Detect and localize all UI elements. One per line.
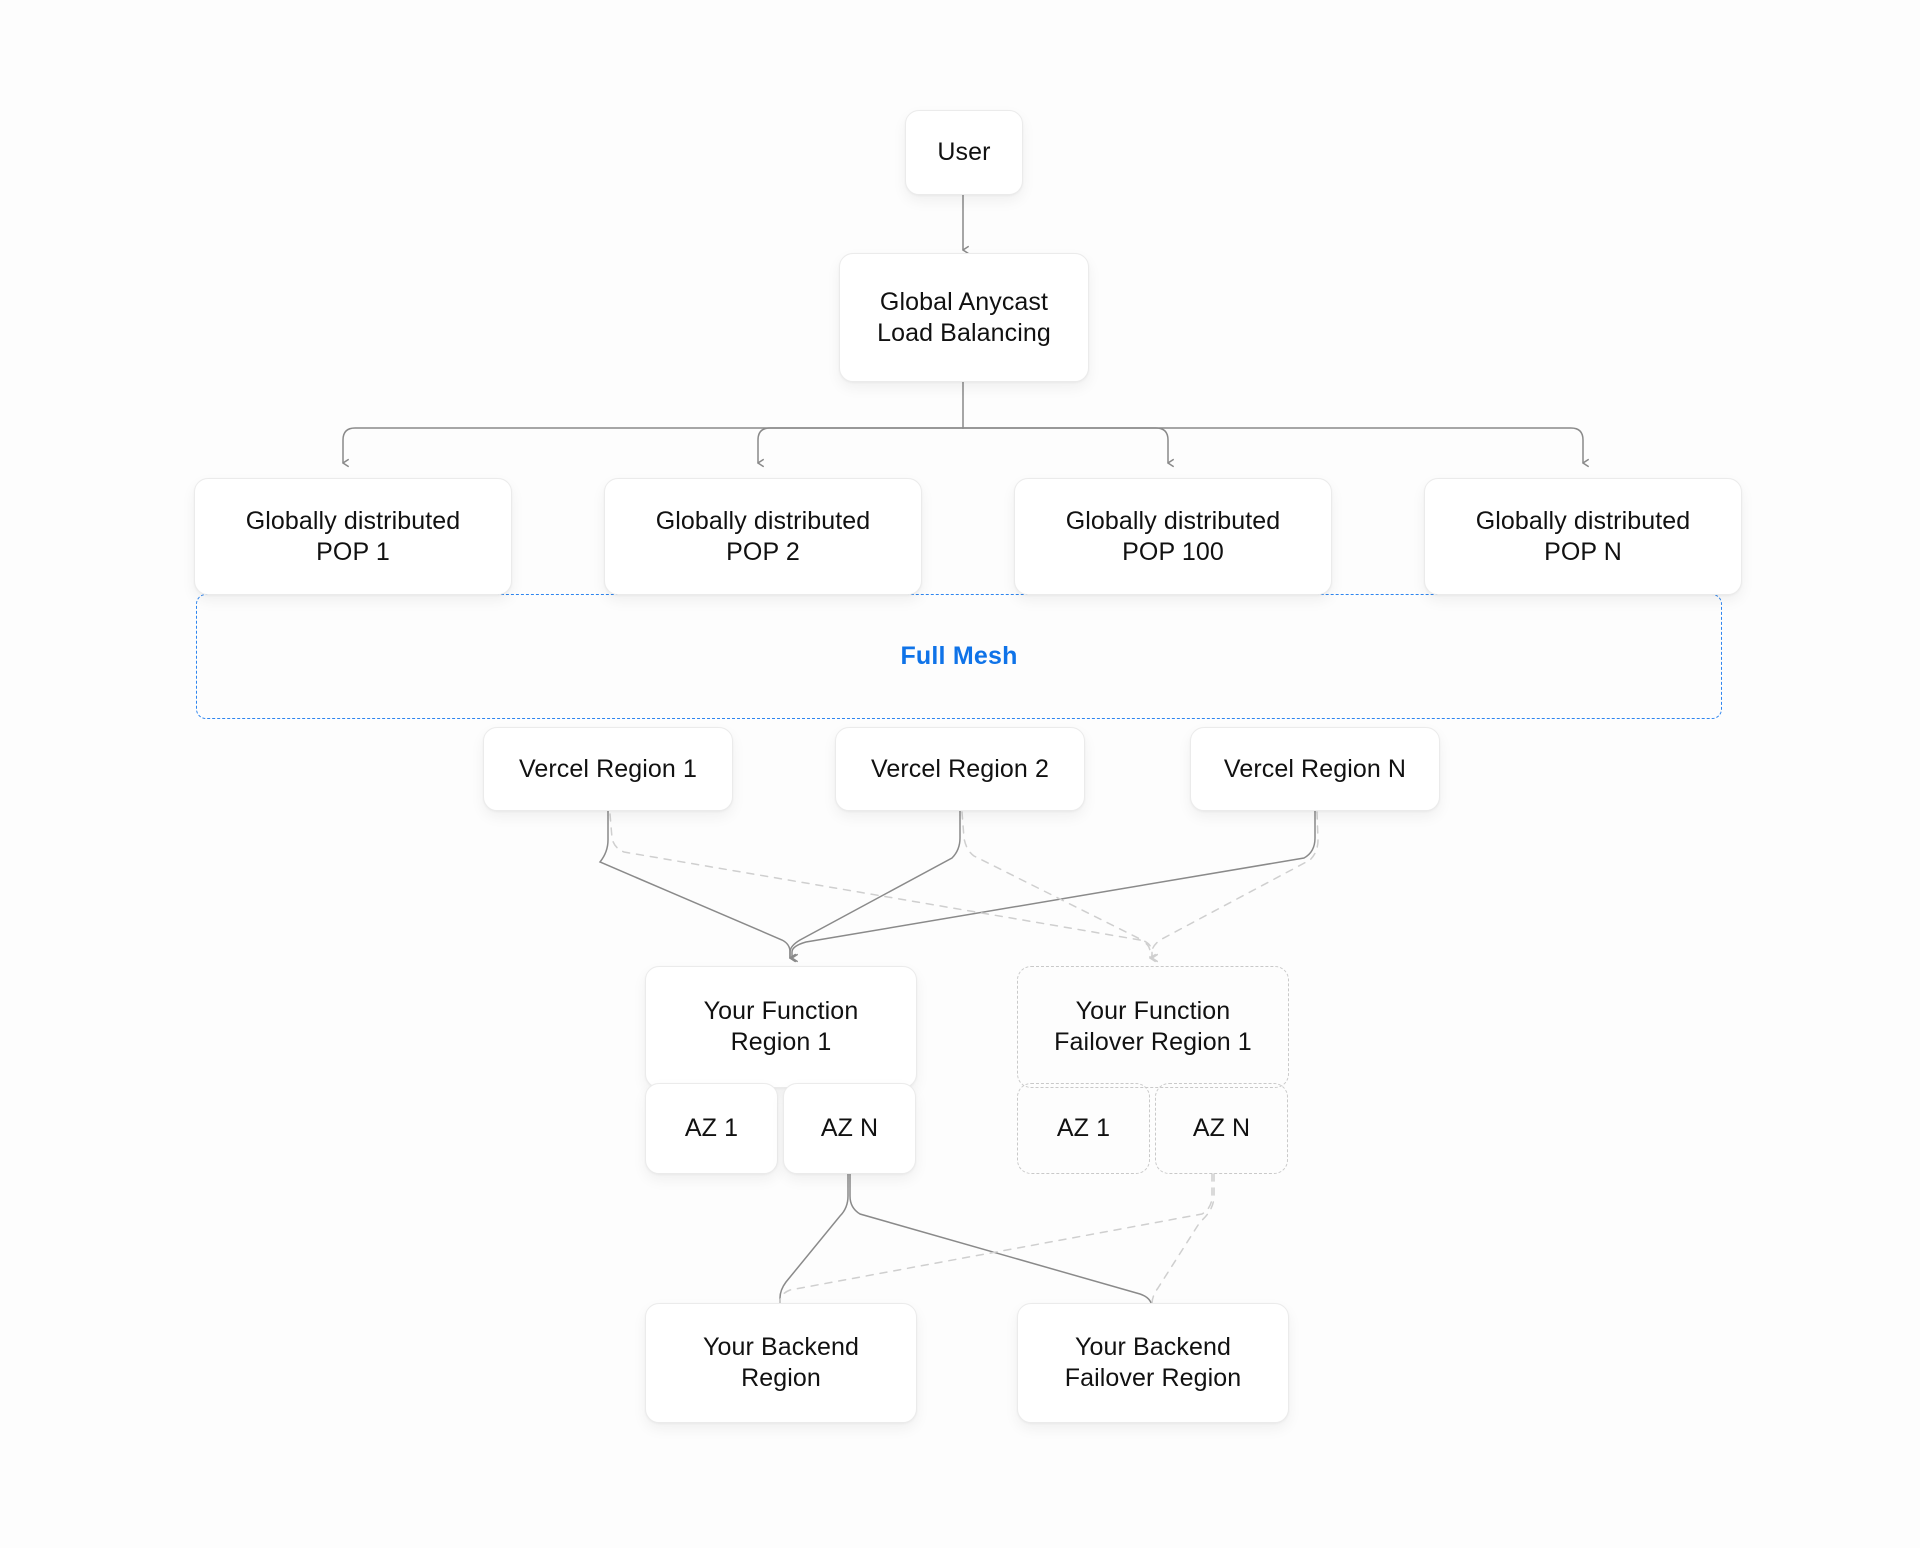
- edge-region1-to-function: [598, 809, 796, 963]
- edge-failover-azn-to-backend-failover: [1151, 1173, 1215, 1315]
- node-vercel-region-1-label: Vercel Region 1: [518, 754, 697, 783]
- node-function-az-1[interactable]: AZ 1: [645, 1083, 778, 1174]
- node-vercel-region-1[interactable]: Vercel Region 1: [483, 727, 733, 811]
- node-anycast-label: Global Anycast Load Balancing: [877, 287, 1051, 347]
- node-function-az-n-label: AZ N: [820, 1114, 879, 1142]
- node-pop-1[interactable]: Globally distributed POP 1: [194, 478, 512, 595]
- node-failover-az-n-label: AZ N: [1192, 1114, 1251, 1142]
- node-your-function-failover-region-1[interactable]: Your Function Failover Region 1: [1017, 966, 1289, 1088]
- node-vercel-region-n-label: Vercel Region N: [1223, 754, 1407, 783]
- node-your-function-failover-region-1-label: Your Function Failover Region 1: [1054, 997, 1252, 1056]
- edge-failover-azn-to-backend: [779, 1173, 1213, 1313]
- full-mesh-container: Full Mesh: [196, 594, 1722, 719]
- node-pop-100-label: Globally distributed POP 100: [1065, 506, 1281, 566]
- node-pop-2-label: Globally distributed POP 2: [655, 506, 871, 566]
- full-mesh-label: Full Mesh: [900, 642, 1018, 670]
- node-user[interactable]: User: [905, 110, 1023, 195]
- edge-bus-to-pop-1: [342, 427, 964, 468]
- edge-bus-to-pop-2: [757, 427, 964, 468]
- node-pop-2[interactable]: Globally distributed POP 2: [604, 478, 922, 595]
- edge-region2-to-failover: [961, 811, 1158, 963]
- node-failover-az-1-label: AZ 1: [1056, 1114, 1111, 1142]
- node-failover-az-n[interactable]: AZ N: [1155, 1083, 1288, 1174]
- node-your-backend-region[interactable]: Your Backend Region: [645, 1303, 917, 1423]
- node-your-backend-region-label: Your Backend Region: [703, 1333, 859, 1392]
- node-your-function-region-1-label: Your Function Region 1: [703, 997, 859, 1056]
- edge-bus-to-pop-n: [962, 427, 1589, 468]
- node-vercel-region-2[interactable]: Vercel Region 2: [835, 727, 1085, 811]
- node-your-backend-failover-region-label: Your Backend Failover Region: [1064, 1333, 1242, 1392]
- edge-azn-to-backend-failover: [849, 1173, 1158, 1317]
- edge-bus-to-pop-100: [962, 427, 1174, 468]
- edge-regionN-to-function: [791, 809, 1316, 963]
- node-pop-n[interactable]: Globally distributed POP N: [1424, 478, 1742, 595]
- node-user-label: User: [937, 138, 991, 166]
- node-your-backend-failover-region[interactable]: Your Backend Failover Region: [1017, 1303, 1289, 1423]
- edge-regionN-to-failover: [1151, 811, 1319, 963]
- node-pop-100[interactable]: Globally distributed POP 100: [1014, 478, 1332, 595]
- edge-azn-to-backend: [779, 1173, 849, 1313]
- node-failover-az-1[interactable]: AZ 1: [1017, 1083, 1150, 1174]
- node-your-function-region-1[interactable]: Your Function Region 1: [645, 966, 917, 1088]
- node-vercel-region-2-label: Vercel Region 2: [870, 754, 1049, 783]
- node-vercel-region-n[interactable]: Vercel Region N: [1190, 727, 1440, 811]
- node-function-az-1-label: AZ 1: [684, 1114, 739, 1142]
- edge-region1-to-failover: [609, 813, 1156, 963]
- node-global-anycast-load-balancing[interactable]: Global Anycast Load Balancing: [839, 253, 1089, 382]
- node-pop-1-label: Globally distributed POP 1: [245, 506, 461, 566]
- node-pop-n-label: Globally distributed POP N: [1475, 506, 1691, 566]
- edge-region2-to-function: [789, 809, 961, 963]
- node-function-az-n[interactable]: AZ N: [783, 1083, 916, 1174]
